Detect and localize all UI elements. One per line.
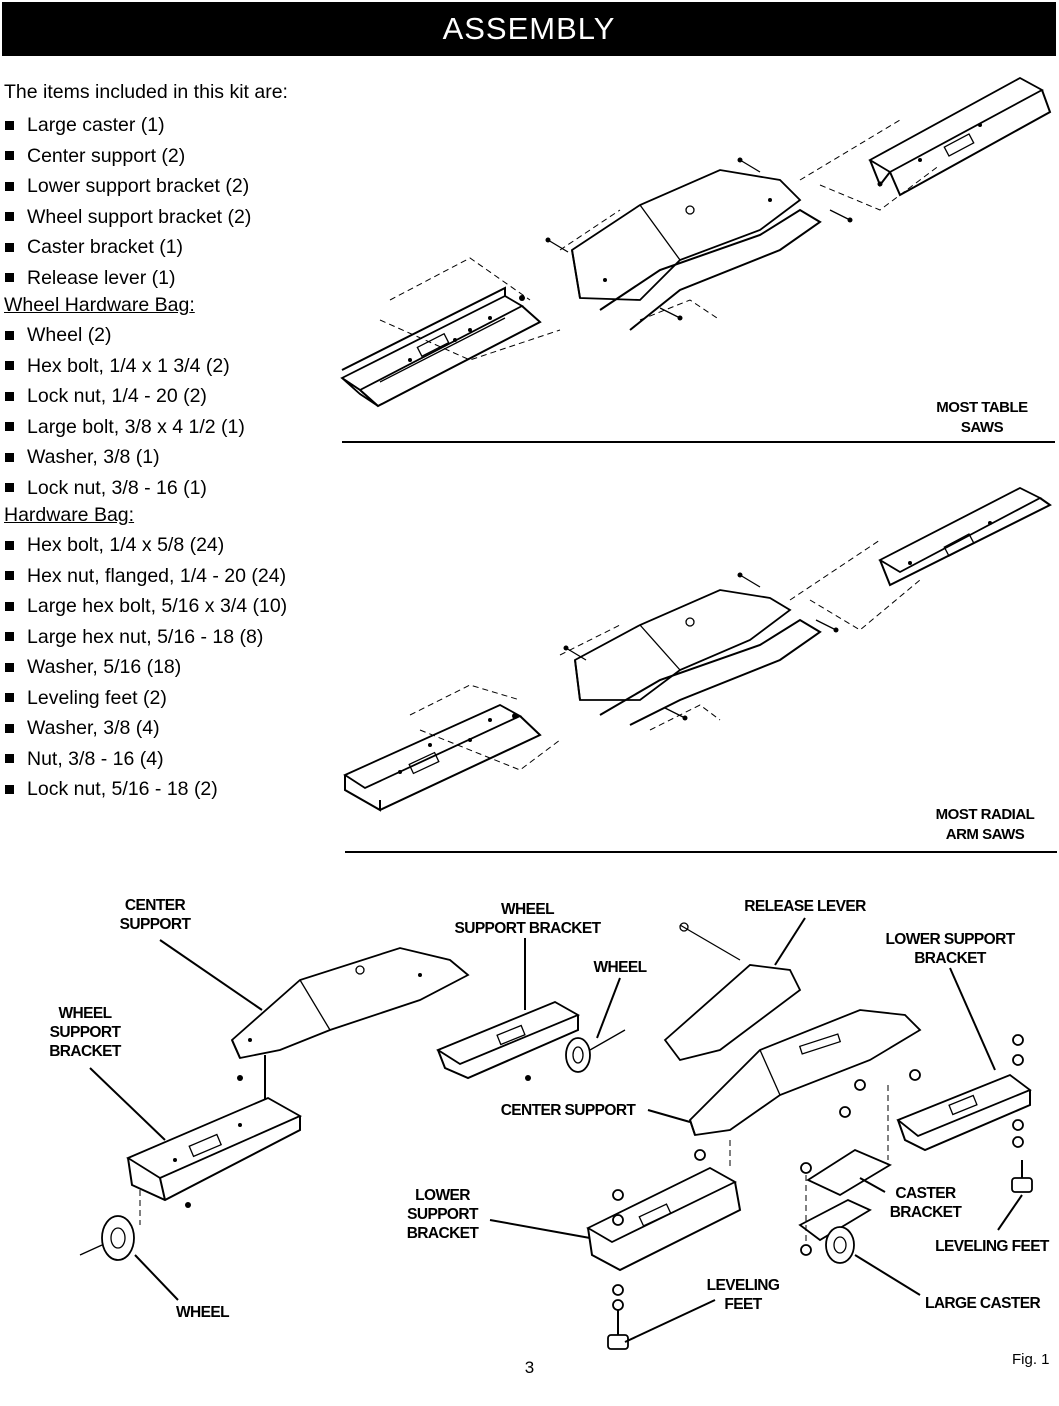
- bullet-icon: [5, 391, 14, 401]
- wheel-illustration: [565, 1029, 626, 1073]
- wheel-hardware-bag-heading: Wheel Hardware Bag:: [4, 294, 195, 316]
- table-saws-caption: MOST TABLE SAWS: [936, 399, 1028, 436]
- bullet-icon: [5, 120, 14, 130]
- bullet-icon: [5, 212, 14, 222]
- bullet-icon: [5, 571, 14, 581]
- large-caster-label: LARGE CASTER: [924, 1295, 1041, 1312]
- bullet-icon: [5, 784, 14, 794]
- leveling-feet-label: LEVELING FEET: [935, 1238, 1049, 1255]
- wheel-hardware-bag-items: Wheel (2) Hex bolt, 1/4 x 1 3/4 (2) Lock…: [4, 320, 334, 503]
- list-item: Nut, 3/8 - 16 (4): [4, 744, 334, 775]
- center-support-illustration: [688, 1009, 922, 1136]
- large-caster-illustration: [825, 1226, 855, 1264]
- wheel-illustration: [79, 1215, 135, 1261]
- bullet-icon: [5, 723, 14, 733]
- list-item: Hex bolt, 1/4 x 5/8 (24): [4, 530, 334, 561]
- wheel-support-bracket-illustration: [878, 486, 1052, 587]
- list-item: Lower support bracket (2): [4, 171, 334, 202]
- wheel-support-bracket-illustration: [343, 703, 542, 812]
- page-title: ASSEMBLY: [2, 2, 1056, 56]
- wheel-support-bracket-illustration: [436, 1001, 581, 1080]
- hardware-bag-items: Hex bolt, 1/4 x 5/8 (24) Hex nut, flange…: [4, 530, 334, 805]
- list-item: Large hex nut, 5/16 - 18 (8): [4, 622, 334, 653]
- figure-label: Fig. 1: [1012, 1351, 1050, 1368]
- lower-support-bracket-illustration: [896, 1073, 1032, 1152]
- page-number: 3: [524, 1358, 535, 1377]
- bullet-icon: [5, 242, 14, 252]
- bullet-icon: [5, 483, 14, 493]
- bullet-icon: [5, 754, 14, 764]
- list-item: Washer, 3/8 (4): [4, 713, 334, 744]
- bullet-icon: [5, 273, 14, 283]
- caster-bracket-illustration: [798, 1148, 892, 1242]
- center-support-illustration: [574, 589, 822, 726]
- list-item: Lock nut, 5/16 - 18 (2): [4, 774, 334, 805]
- list-item: Wheel support bracket (2): [4, 202, 334, 233]
- bullet-icon: [5, 151, 14, 161]
- list-item: Washer, 5/16 (18): [4, 652, 334, 683]
- list-item: Leveling feet (2): [4, 683, 334, 714]
- list-item: Large caster (1): [4, 110, 334, 141]
- bullet-icon: [5, 330, 14, 340]
- wheel-label: WHEEL: [593, 959, 648, 976]
- list-item: Wheel (2): [4, 320, 334, 351]
- hardware-bag-heading: Hardware Bag:: [4, 504, 135, 526]
- list-item: Center support (2): [4, 141, 334, 172]
- list-item: Lock nut, 3/8 - 16 (1): [4, 473, 334, 504]
- kit-items: Large caster (1) Center support (2) Lowe…: [4, 110, 334, 293]
- list-item: Hex nut, flanged, 1/4 - 20 (24): [4, 561, 334, 592]
- wheel-support-bracket-illustration: [340, 286, 542, 408]
- list-item: Caster bracket (1): [4, 232, 334, 263]
- list-item: Hex bolt, 1/4 x 1 3/4 (2): [4, 351, 334, 382]
- divider: [342, 441, 1055, 443]
- bullet-icon: [5, 632, 14, 642]
- list-item: Large bolt, 3/8 x 4 1/2 (1): [4, 412, 334, 443]
- bullet-icon: [5, 452, 14, 462]
- release-lever-label: RELEASE LEVER: [744, 898, 866, 915]
- radial-saws-caption: MOST RADIAL ARM SAWS: [935, 806, 1035, 843]
- wheel-support-bracket-illustration: [126, 1096, 303, 1202]
- center-support-label: CENTER SUPPORT: [500, 1102, 636, 1119]
- bullet-icon: [5, 662, 14, 672]
- kit-contents-list: The items included in this kit are: Larg…: [4, 80, 334, 805]
- bullet-icon: [5, 540, 14, 550]
- release-lever-illustration: [663, 922, 802, 1062]
- bullet-icon: [5, 601, 14, 611]
- list-item: Large hex bolt, 5/16 x 3/4 (10): [4, 591, 334, 622]
- list-item: Washer, 3/8 (1): [4, 442, 334, 473]
- bullet-icon: [5, 693, 14, 703]
- list-item: Release lever (1): [4, 263, 334, 294]
- bullet-icon: [5, 181, 14, 191]
- center-support-illustration: [230, 947, 470, 1060]
- lower-support-bracket-illustration: [586, 1166, 742, 1272]
- list-item: Lock nut, 1/4 - 20 (2): [4, 381, 334, 412]
- center-support-illustration: [571, 169, 822, 331]
- wheel-support-bracket-illustration: [868, 76, 1052, 197]
- divider: [345, 851, 1057, 853]
- wheel-label: WHEEL: [176, 1304, 230, 1321]
- bullet-icon: [5, 361, 14, 371]
- kit-intro: The items included in this kit are:: [4, 81, 288, 103]
- bullet-icon: [5, 422, 14, 432]
